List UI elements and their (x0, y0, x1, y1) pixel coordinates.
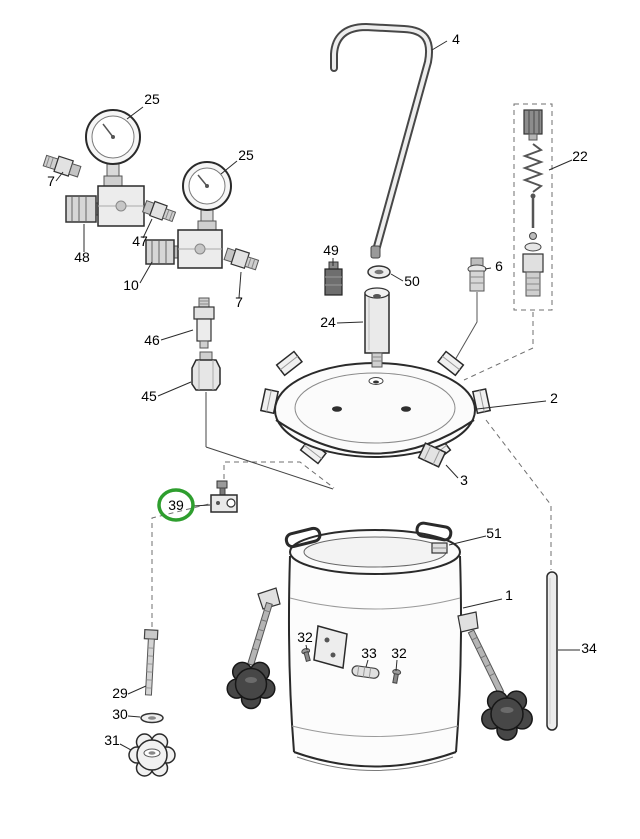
callout-7-lower: 7 (235, 294, 243, 310)
part-6-fitting (467, 257, 487, 292)
construction-lines (205, 292, 478, 490)
callout-32-left: 32 (297, 629, 313, 645)
callout-49: 49 (323, 242, 339, 258)
callout-6: 6 (495, 258, 503, 274)
part-29-bolt (143, 629, 159, 696)
part-32-screw-right (392, 669, 402, 684)
part-4-handle (330, 22, 433, 259)
callout-24: 24 (320, 314, 336, 330)
callout-46: 46 (144, 332, 160, 348)
tank-ear-right (457, 611, 479, 633)
callout-30: 30 (112, 706, 128, 722)
dashed-connectors (151, 103, 553, 627)
callout-29: 29 (112, 685, 128, 701)
callout-labels: 4 25 7 48 47 25 10 7 22 49 50 6 24 46 45… (47, 31, 597, 748)
lift-handle-right (415, 521, 453, 542)
callout-39: 39 (168, 497, 184, 513)
part-25-gauge-left (85, 109, 141, 187)
part-31-star-knob (128, 733, 176, 777)
part-50-nut (367, 265, 391, 279)
part-33-pin (351, 665, 380, 679)
part-1-tank (257, 521, 479, 771)
part-7-fitting-lower (223, 247, 260, 271)
tank-ear-left (257, 587, 281, 610)
part-24-standoff (364, 287, 390, 368)
callout-25-right: 25 (238, 147, 254, 163)
part-45-fitting (191, 351, 221, 391)
callout-51: 51 (486, 525, 502, 541)
callout-31: 31 (104, 732, 120, 748)
regulator-body-2 (177, 229, 223, 269)
callout-47: 47 (132, 233, 148, 249)
part-25-gauge-right (182, 161, 232, 231)
callout-48: 48 (74, 249, 90, 265)
part-39-valve (210, 480, 238, 513)
callout-1: 1 (505, 587, 513, 603)
callout-50: 50 (404, 273, 420, 289)
part-47-fitting (141, 199, 177, 223)
callout-34: 34 (581, 640, 597, 656)
callout-7-upper: 7 (47, 173, 55, 189)
callout-10: 10 (123, 277, 139, 293)
leader-lines (55, 40, 580, 751)
highlight-circle-39 (157, 488, 195, 522)
callout-2: 2 (550, 390, 558, 406)
part-46-fitting (193, 297, 215, 349)
part-10-regulator-knob (145, 239, 181, 265)
callout-3: 3 (460, 472, 468, 488)
part-22-valve-kit (522, 109, 544, 297)
part-51-clip (431, 542, 448, 554)
part-49-fitting (324, 261, 343, 296)
regulator-body-1 (97, 185, 145, 227)
clamp-screw-left (226, 601, 276, 710)
part-30-washer (140, 712, 164, 724)
callout-33: 33 (361, 645, 377, 661)
part-2-lid (259, 350, 492, 465)
part-33-bracket-group (301, 625, 402, 684)
callout-45: 45 (141, 388, 157, 404)
part-34-tube (546, 571, 558, 731)
lift-handle-left (284, 526, 322, 549)
wing-knob-right (481, 690, 533, 741)
part-3-bracket (417, 442, 447, 468)
wing-knob-left (226, 661, 276, 710)
callout-4: 4 (452, 31, 460, 47)
part-32-screw-left (301, 648, 311, 662)
clamp-screw-right (467, 629, 533, 741)
part-48-regulator-knob (65, 195, 102, 223)
callout-22: 22 (572, 148, 588, 164)
callout-32-right: 32 (391, 645, 407, 661)
callout-25-left: 25 (144, 91, 160, 107)
